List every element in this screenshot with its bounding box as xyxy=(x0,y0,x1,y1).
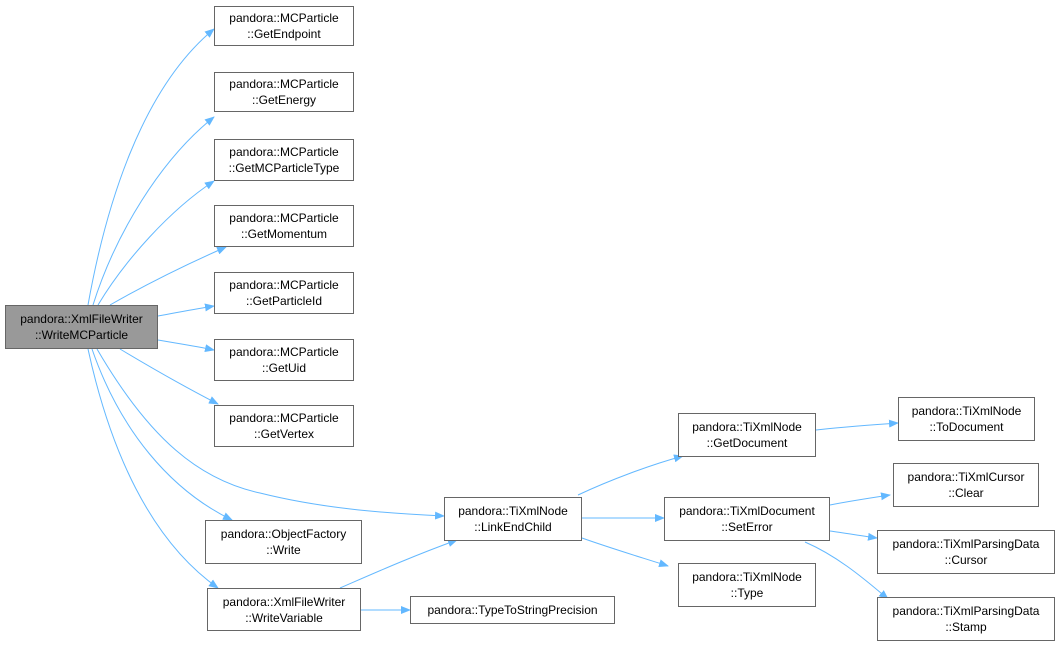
node-label-line2: ::GetMomentum xyxy=(240,227,328,241)
node-label-line2: ::Cursor xyxy=(944,553,988,567)
node-label-line2: ::Type xyxy=(730,586,764,600)
node-label-line1: pandora::MCParticle xyxy=(229,278,339,292)
node-label-line1: pandora::MCParticle xyxy=(229,411,339,425)
node-mcparticle-getmomentum[interactable]: pandora::MCParticle ::GetMomentum xyxy=(214,205,354,247)
node-label-line2: ::WriteMCParticle xyxy=(34,328,129,342)
node-tixmlnode-getdocument[interactable]: pandora::TiXmlNode ::GetDocument xyxy=(678,413,816,457)
node-label-line1: pandora::XmlFileWriter xyxy=(222,594,346,609)
node-label-line2: ::WriteVariable xyxy=(245,610,323,625)
node-label-line1: pandora::MCParticle xyxy=(229,345,339,359)
node-mcparticle-getendpoint[interactable]: pandora::MCParticle ::GetEndpoint xyxy=(214,6,354,46)
node-label-line2: ::LinkEndChild xyxy=(474,520,552,534)
node-label-line2: ::SetError xyxy=(721,520,773,534)
node-xmlfilewriter-writevariable[interactable]: pandora::XmlFileWriter ::WriteVariable xyxy=(207,588,361,631)
edge-root-write-variable xyxy=(87,348,219,589)
node-tixmlparsingdata-cursor[interactable]: pandora::TiXmlParsingData ::Cursor xyxy=(877,530,1055,574)
node-label-line2: ::ToDocument xyxy=(929,420,1004,434)
node-label-line1: pandora::MCParticle xyxy=(229,211,339,225)
node-label-line1: pandora::MCParticle xyxy=(229,77,339,91)
node-label-line1: pandora::TiXmlNode xyxy=(692,570,802,584)
node-label-line1: pandora::TypeToStringPrecision xyxy=(427,603,598,617)
node-label-line2: ::GetVertex xyxy=(253,427,315,441)
node-label-line1: pandora::TiXmlCursor xyxy=(907,470,1025,484)
node-tixmldocument-seterror[interactable]: pandora::TiXmlDocument ::SetError xyxy=(664,497,830,541)
node-mcparticle-getvertex[interactable]: pandora::MCParticle ::GetVertex xyxy=(214,405,354,447)
node-label-line1: pandora::TiXmlNode xyxy=(692,420,802,434)
node-tixmlcursor-clear[interactable]: pandora::TiXmlCursor ::Clear xyxy=(893,463,1039,507)
node-objectfactory-write[interactable]: pandora::ObjectFactory ::Write xyxy=(205,520,362,564)
node-label-line1: pandora::TiXmlNode xyxy=(458,504,568,518)
node-label-line2: ::GetEndpoint xyxy=(247,27,321,41)
node-typetostringprecision[interactable]: pandora::TypeToStringPrecision xyxy=(410,596,615,624)
node-label-line2: ::GetDocument xyxy=(706,436,788,450)
node-tixmlparsingdata-stamp[interactable]: pandora::TiXmlParsingData ::Stamp xyxy=(877,597,1055,641)
edge-root-get-particleid xyxy=(157,303,215,317)
node-label-line1: pandora::TiXmlParsingData xyxy=(892,604,1040,618)
node-mcparticle-getenergy[interactable]: pandora::MCParticle ::GetEnergy xyxy=(214,72,354,112)
node-label-line2: ::GetParticleId xyxy=(245,294,323,308)
edge-set-error-parsing-stamp xyxy=(804,541,889,600)
edge-root-get-uid xyxy=(157,339,215,353)
edge-link-end-child-node-type xyxy=(581,537,669,568)
node-label-line2: ::GetEnergy xyxy=(251,93,317,107)
edge-root-get-endpoint xyxy=(87,28,215,306)
node-label-line2: ::Clear xyxy=(948,486,984,500)
edge-get-document-to-document xyxy=(815,419,899,431)
node-tixmlnode-linkendchild[interactable]: pandora::TiXmlNode ::LinkEndChild xyxy=(444,497,582,541)
edge-write-variable-link-end-child xyxy=(339,539,458,589)
edge-root-get-energy xyxy=(92,116,215,306)
edge-root-get-vertex xyxy=(119,348,219,405)
node-label-line2: ::Write xyxy=(266,543,301,557)
node-mcparticle-getparticleid[interactable]: pandora::MCParticle ::GetParticleId xyxy=(214,272,354,314)
node-mcparticle-getuid[interactable]: pandora::MCParticle ::GetUid xyxy=(214,339,354,381)
edge-root-get-type xyxy=(97,180,215,306)
node-label-line1: pandora::TiXmlNode xyxy=(911,404,1022,418)
node-tixmlnode-todocument[interactable]: pandora::TiXmlNode ::ToDocument xyxy=(898,397,1035,441)
node-label-line1: pandora::TiXmlParsingData xyxy=(892,537,1040,551)
node-label-line1: pandora::TiXmlDocument xyxy=(679,504,815,518)
node-label-line1: pandora::XmlFileWriter xyxy=(20,312,143,326)
edge-set-error-parsing-cursor xyxy=(829,530,878,541)
edge-root-link-end-child xyxy=(96,348,445,520)
node-label-line2: ::Stamp xyxy=(945,620,987,634)
node-label-line1: pandora::MCParticle xyxy=(229,11,339,25)
node-label-line1: pandora::ObjectFactory xyxy=(220,527,347,541)
edge-link-end-child-get-document xyxy=(577,454,684,496)
node-xmlfilewriter-writemcparticle[interactable]: pandora::XmlFileWriter ::WriteMCParticle xyxy=(5,305,158,349)
node-label-line1: pandora::MCParticle xyxy=(229,145,339,159)
node-mcparticle-getmcparticletype[interactable]: pandora::MCParticle ::GetMCParticleType xyxy=(214,139,354,181)
edge-root-object-write xyxy=(91,348,233,521)
edge-set-error-cursor-clear xyxy=(829,492,891,506)
node-tixmlnode-type[interactable]: pandora::TiXmlNode ::Type xyxy=(678,563,816,607)
edge-root-get-momentum xyxy=(109,246,227,306)
node-label-line2: ::GetUid xyxy=(261,361,306,375)
node-label-line2: ::GetMCParticleType xyxy=(228,161,340,175)
